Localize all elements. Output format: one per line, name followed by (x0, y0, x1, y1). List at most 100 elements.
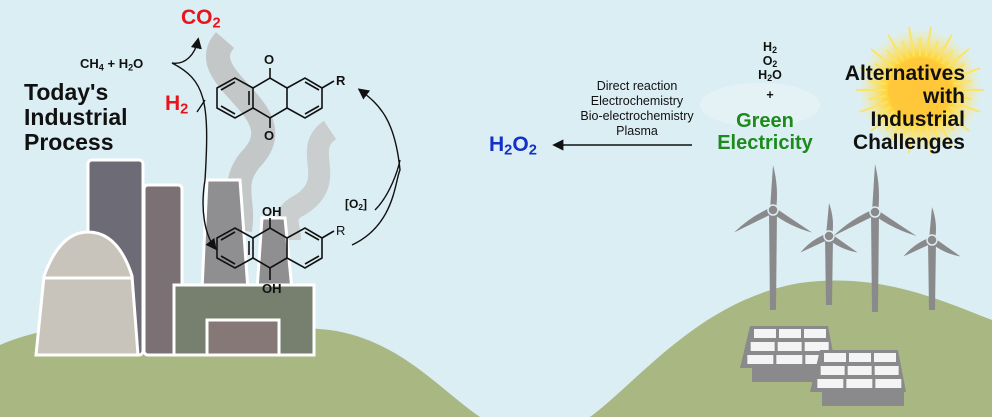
title-line: Alternatives (844, 62, 965, 85)
method-item: Plasma (616, 124, 658, 138)
sun-ray (936, 34, 953, 62)
sun-ray (945, 111, 970, 132)
green-line: Green (736, 110, 794, 132)
solar-cell (750, 342, 775, 351)
sun-ray (948, 106, 966, 117)
alternatives-title: Alternatives with Industrial Challenges (830, 62, 965, 154)
sun-ray (924, 123, 933, 154)
sun-ray (859, 100, 889, 113)
methods-list: Direct reaction Electrochemistry Bio-ele… (562, 79, 712, 139)
sun-ray (907, 26, 916, 57)
o2-bracket-label: [O2] (345, 197, 367, 211)
input-molecule: H2O (758, 68, 782, 84)
sun-ray (868, 79, 887, 86)
title-line: Process (24, 129, 114, 155)
sun-ray (907, 123, 916, 154)
todays-process-title: Today's Industrial Process (24, 80, 128, 155)
anthraquinone-structure (216, 68, 335, 128)
ch4-sub: 4 (98, 62, 104, 73)
solar-cell (875, 379, 902, 388)
title-line: Challenges (852, 131, 965, 154)
co2-main: CO (181, 6, 213, 29)
hydrogenation-arrow (171, 62, 217, 251)
oxidation-arrow (351, 88, 401, 246)
o2-close: ] (363, 197, 368, 211)
plus-sign: + (107, 56, 116, 71)
method-item: Direct reaction (596, 79, 678, 93)
title-line: with (923, 85, 965, 108)
sun-ray (885, 49, 899, 65)
factory (34, 158, 316, 357)
h2o2-sub2: 2 (528, 142, 537, 159)
h2-sub: 2 (180, 101, 189, 118)
method-item: Electrochemistry (590, 94, 684, 108)
title-line: Today's (24, 79, 109, 105)
oxygen-top: O (264, 52, 275, 67)
sun-ray (870, 111, 895, 132)
h2-tick (196, 99, 206, 113)
sun-ray (951, 100, 981, 113)
sun-ray (859, 67, 889, 80)
wind-turbine (800, 203, 858, 305)
co2-label: CO2 (181, 6, 221, 32)
solar-cell (777, 342, 802, 351)
sun-ray (874, 106, 892, 117)
solar-cell (747, 355, 774, 364)
solar-panel (810, 350, 906, 406)
solar-cell (817, 379, 844, 388)
title-line: Industrial (24, 104, 128, 130)
sun-ray (941, 49, 955, 65)
green-electricity-label: Green Electricity (700, 110, 830, 154)
solar-cell (820, 366, 845, 375)
oxygen-bottom: O (264, 128, 275, 143)
smoke-plume (276, 120, 338, 241)
sun-ray (953, 79, 972, 86)
wind-turbine (903, 207, 961, 310)
plus-sign: + (766, 88, 774, 102)
h2-label: H2 (165, 92, 189, 118)
solar-cell (754, 329, 776, 338)
title-line: Industrial (870, 108, 965, 131)
input-molecule: O2 (762, 54, 778, 70)
h2o-end: O (133, 56, 144, 71)
solar-cell (804, 329, 826, 338)
solar-cell (779, 329, 801, 338)
sun-ray (870, 48, 895, 69)
input-molecules: H2 O2 H2O + (752, 40, 788, 102)
sun-ray (941, 115, 955, 131)
solar-cell (874, 353, 896, 362)
ch4: CH (80, 56, 99, 71)
solar-cell (776, 355, 803, 364)
solar-cell (824, 353, 846, 362)
co2-sub: 2 (212, 15, 221, 32)
oh-bottom-label: OH (262, 281, 282, 296)
solar-cell (847, 366, 872, 375)
h2-main: H (165, 92, 181, 115)
method-item: Bio-electrochemistry (580, 109, 694, 123)
input-molecule: H2 (763, 40, 777, 56)
h2o2-o: O (512, 133, 529, 156)
oh-top-label: OH (262, 204, 282, 219)
sun-ray (945, 48, 970, 69)
h2o: H (118, 56, 129, 71)
solar-cell (874, 366, 899, 375)
sun-ray (953, 94, 972, 101)
sun-ray (874, 63, 892, 74)
h2o2-sub1: 2 (504, 142, 513, 159)
co2-release-arrow (171, 37, 202, 64)
sun-ray (951, 67, 981, 80)
sun-ray (936, 118, 953, 146)
h2o2-h: H (489, 133, 505, 156)
sun-ray (924, 26, 933, 57)
o2-sub: 2 (358, 202, 364, 213)
sun-ray (887, 34, 904, 62)
h2o2-product: H2O2 (489, 133, 537, 159)
r-group-top: R (336, 73, 346, 88)
o2-open: [O (345, 197, 359, 211)
h2o-sub: 2 (128, 62, 134, 73)
sun-ray (885, 115, 899, 131)
sun-ray (901, 40, 910, 59)
solar-cell (804, 342, 829, 351)
wind-turbine (734, 165, 812, 310)
